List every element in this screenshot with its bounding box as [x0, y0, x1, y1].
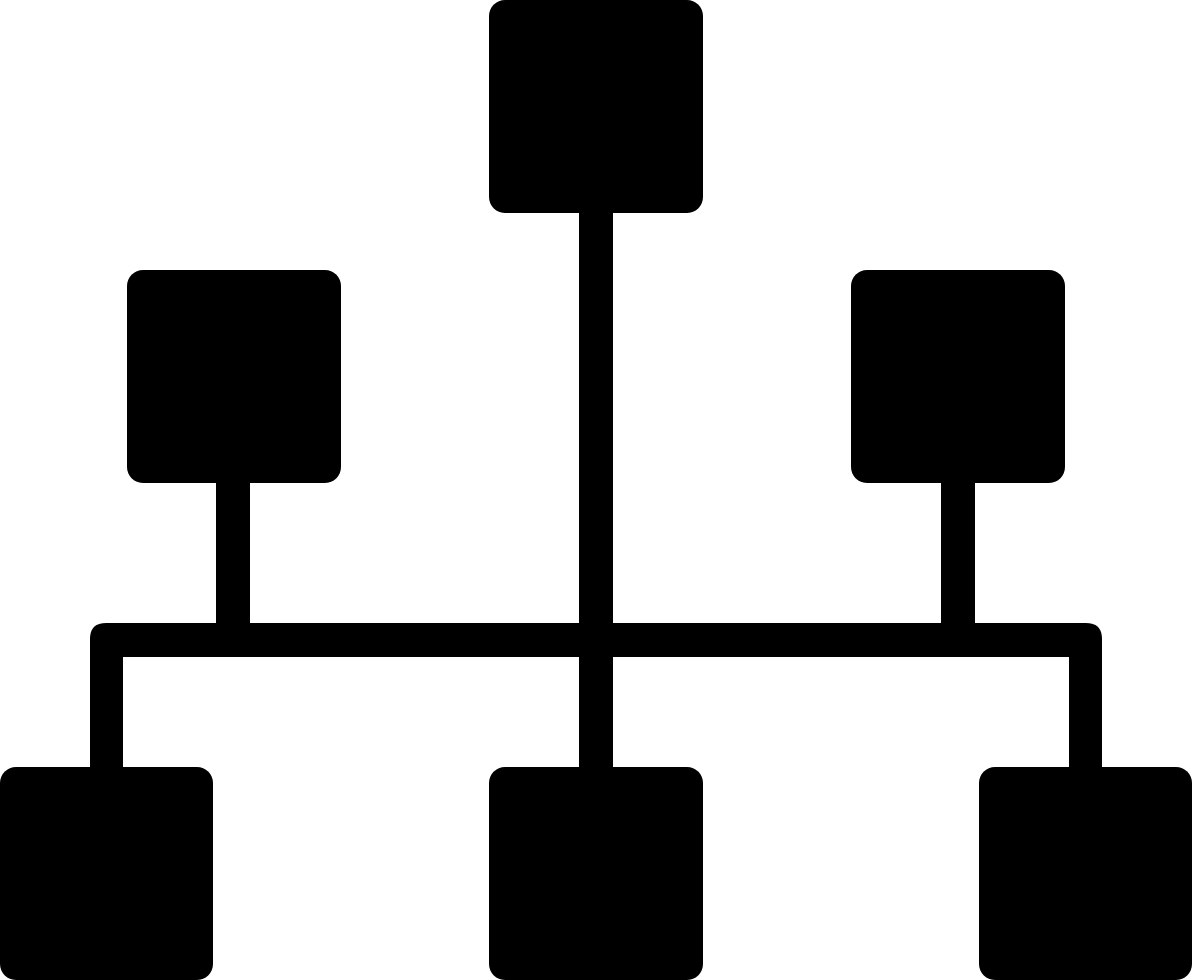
- bottom-center-node: [489, 767, 703, 980]
- bottom-left-node: [0, 767, 213, 980]
- horizontal-bus: [90, 623, 1102, 775]
- link-top-to-bus: [579, 205, 613, 775]
- bottom-right-node: [979, 767, 1192, 980]
- top-node: [489, 0, 703, 213]
- link-mid-left-to-bus: [216, 475, 250, 635]
- mid-left-node: [127, 270, 341, 483]
- mid-right-node: [851, 270, 1065, 483]
- connector-lines: [90, 205, 1102, 775]
- link-mid-right-to-bus: [941, 475, 975, 635]
